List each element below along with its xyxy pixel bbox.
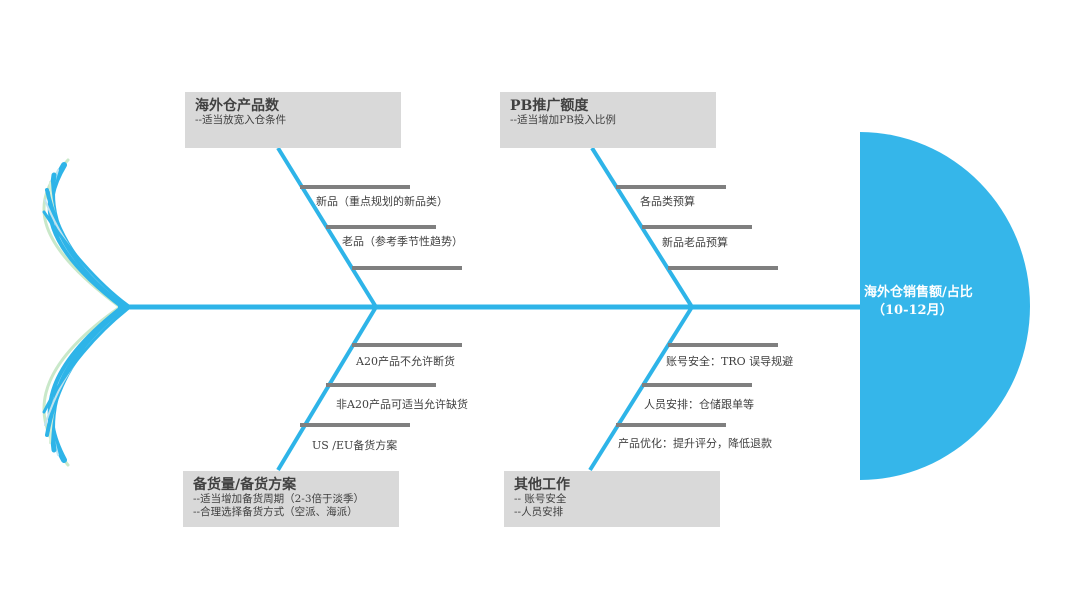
bone-label: A20产品不允许断货 (356, 355, 455, 368)
bone-label: 账号安全：TRO 误导规避 (666, 355, 794, 368)
sub-bone-bars (300, 185, 778, 427)
bone-label: 产品优化：提升评分，降低退款 (618, 437, 772, 450)
category-box-top-right: PB推广额度 --适当增加PB投入比例 (500, 92, 716, 148)
category-title: PB推广额度 (510, 98, 589, 114)
fish-head-label: 海外仓销售额/占比 （10-12月） (864, 284, 1024, 320)
category-subline: --适当放宽入仓条件 (195, 114, 287, 126)
head-subtitle: （10-12月） (872, 303, 953, 318)
category-title: 其他工作 (514, 477, 570, 493)
category-subline: --合理选择备货方式（空派、海派） (193, 506, 358, 518)
bone-bottom-left (276, 305, 378, 472)
head-title: 海外仓销售额/占比 (864, 285, 973, 300)
bone-bottom-right (588, 305, 694, 472)
bone-label: 老品（参考季节性趋势） (342, 235, 463, 248)
category-box-bottom-right: 其他工作 -- 账号安全 --人员安排 (504, 471, 720, 527)
bone-label: 人员安排：仓储跟单等 (644, 398, 754, 411)
category-subline: --适当增加备货周期（2-3倍于淡季） (193, 493, 365, 505)
bone-label: 各品类预算 (640, 195, 695, 208)
bone-label: US /EU备货方案 (312, 439, 398, 452)
fish-tail-icon (42, 158, 133, 467)
category-subline: --人员安排 (514, 506, 564, 518)
bone-label: 新品老品预算 (662, 236, 728, 249)
bone-label: 非A20产品可适当允许缺货 (336, 398, 468, 411)
category-subline: --适当增加PB投入比例 (510, 114, 616, 126)
fish-head (860, 132, 1030, 480)
category-subline: -- 账号安全 (514, 493, 567, 505)
bone-label: 新品（重点规划的新品类） (316, 195, 448, 208)
category-box-bottom-left: 备货量/备货方案 --适当增加备货周期（2-3倍于淡季） --合理选择备货方式（… (183, 471, 399, 527)
category-title: 备货量/备货方案 (193, 477, 297, 493)
category-title: 海外仓产品数 (195, 98, 279, 114)
category-box-top-left: 海外仓产品数 --适当放宽入仓条件 (185, 92, 401, 148)
